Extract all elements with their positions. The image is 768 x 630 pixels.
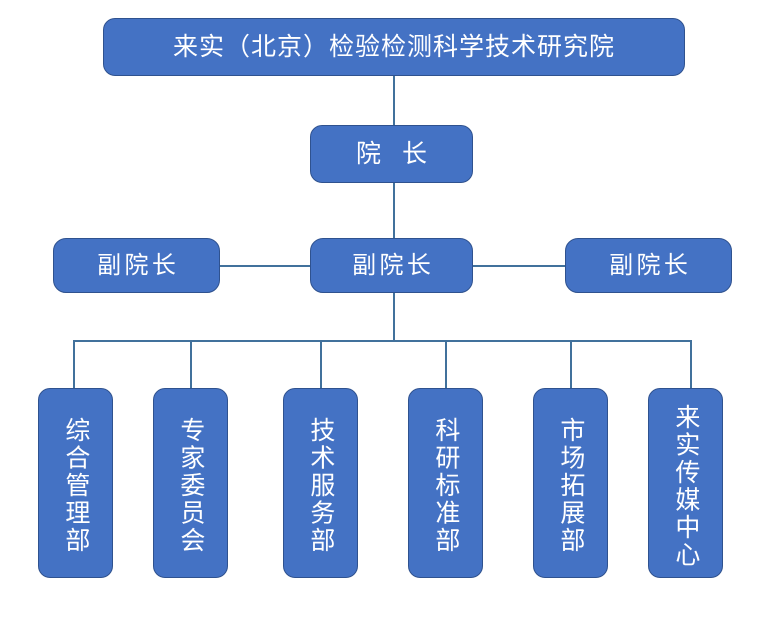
connector-root-to-director bbox=[393, 76, 395, 125]
node-deputy-director-2[interactable]: 副院长 bbox=[310, 238, 473, 293]
node-deputy-director-1[interactable]: 副院长 bbox=[53, 238, 220, 293]
node-department-general-management[interactable]: 综合管理部 bbox=[38, 388, 113, 578]
connector-director-to-deputy-mid bbox=[393, 183, 395, 238]
node-department-market-development[interactable]: 市场拓展部 bbox=[533, 388, 608, 578]
node-department-research-standards[interactable]: 科研标准部 bbox=[408, 388, 483, 578]
connector-deputy-to-bus bbox=[393, 293, 395, 341]
connector-bus-to-dept-6 bbox=[690, 340, 692, 388]
connector-department-bus bbox=[73, 340, 692, 342]
connector-bus-to-dept-3 bbox=[320, 340, 322, 388]
connector-deputy-left bbox=[220, 265, 310, 267]
node-department-expert-committee[interactable]: 专家委员会 bbox=[153, 388, 228, 578]
node-department-technical-service[interactable]: 技术服务部 bbox=[283, 388, 358, 578]
node-department-media-center[interactable]: 来实传媒中心 bbox=[648, 388, 723, 578]
connector-bus-to-dept-1 bbox=[73, 340, 75, 388]
connector-bus-to-dept-2 bbox=[190, 340, 192, 388]
node-deputy-director-3[interactable]: 副院长 bbox=[565, 238, 732, 293]
node-institute-root[interactable]: 来实（北京）检验检测科学技术研究院 bbox=[103, 18, 685, 76]
connector-deputy-right bbox=[473, 265, 565, 267]
node-director[interactable]: 院 长 bbox=[310, 125, 473, 183]
connector-bus-to-dept-4 bbox=[445, 340, 447, 388]
connector-bus-to-dept-5 bbox=[570, 340, 572, 388]
